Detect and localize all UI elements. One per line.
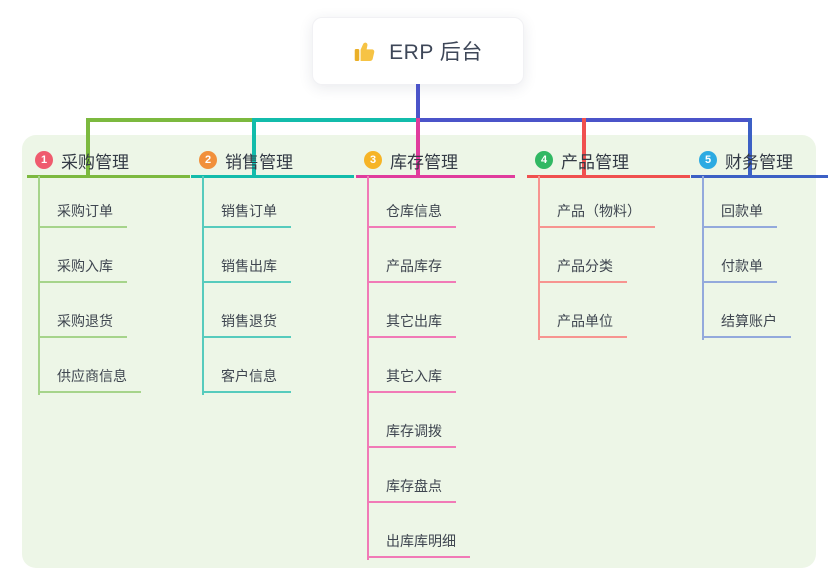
branch-node-销售管理[interactable]: 2 销售管理	[199, 149, 293, 172]
child-node[interactable]: 销售退货	[202, 313, 291, 338]
child-node[interactable]: 供应商信息	[38, 368, 141, 393]
branches-panel	[22, 135, 816, 568]
children-spine	[367, 176, 369, 560]
child-node[interactable]: 库存调拨	[367, 423, 456, 448]
children-spine	[702, 176, 704, 340]
child-node[interactable]: 其它入库	[367, 368, 456, 393]
child-node[interactable]: 库存盘点	[367, 478, 456, 503]
root-node[interactable]: ERP 后台	[312, 17, 524, 85]
branch-underline	[27, 175, 190, 178]
children-spine	[538, 176, 540, 340]
branch-title: 销售管理	[225, 152, 293, 172]
child-node[interactable]: 客户信息	[202, 368, 291, 393]
branch-underline	[356, 175, 515, 178]
branch-number-badge: 1	[35, 151, 53, 169]
child-node[interactable]: 出库库明细	[367, 533, 470, 558]
child-node[interactable]: 销售出库	[202, 258, 291, 283]
branch-drop-line	[86, 118, 90, 175]
child-node[interactable]: 产品（物料）	[538, 203, 655, 228]
branch-number-badge: 4	[535, 151, 553, 169]
branch-node-财务管理[interactable]: 5 财务管理	[699, 149, 793, 172]
branch-underline	[527, 175, 690, 178]
branch-number-badge: 2	[199, 151, 217, 169]
connector-bus-segment	[86, 118, 254, 122]
branch-title: 产品管理	[561, 152, 629, 172]
branch-title: 采购管理	[61, 152, 129, 172]
root-connector-line	[416, 84, 420, 118]
child-node[interactable]: 采购入库	[38, 258, 127, 283]
child-node[interactable]: 其它出库	[367, 313, 456, 338]
child-node[interactable]: 结算账户	[702, 313, 791, 338]
child-node[interactable]: 回款单	[702, 203, 777, 228]
branch-title: 库存管理	[390, 152, 458, 172]
branch-drop-line	[416, 118, 420, 175]
branch-underline	[191, 175, 354, 178]
branch-title: 财务管理	[725, 152, 793, 172]
child-node[interactable]: 付款单	[702, 258, 777, 283]
root-node-label: ERP 后台	[389, 41, 483, 64]
child-node[interactable]: 产品单位	[538, 313, 627, 338]
branch-node-采购管理[interactable]: 1 采购管理	[35, 149, 129, 172]
child-node[interactable]: 采购退货	[38, 313, 127, 338]
branch-number-badge: 3	[364, 151, 382, 169]
branch-node-库存管理[interactable]: 3 库存管理	[364, 149, 458, 172]
branch-node-产品管理[interactable]: 4 产品管理	[535, 149, 629, 172]
child-node[interactable]: 仓库信息	[367, 203, 456, 228]
children-spine	[202, 176, 204, 395]
branch-underline	[691, 175, 828, 178]
child-node[interactable]: 采购订单	[38, 203, 127, 228]
connector-bus-segment	[254, 118, 416, 122]
children-spine	[38, 176, 40, 395]
child-node[interactable]: 产品分类	[538, 258, 627, 283]
branch-drop-line	[252, 118, 256, 175]
thumbs-up-icon	[353, 38, 379, 64]
child-node[interactable]: 销售订单	[202, 203, 291, 228]
branch-number-badge: 5	[699, 151, 717, 169]
branch-drop-line	[748, 118, 752, 175]
branch-drop-line	[582, 118, 586, 175]
child-node[interactable]: 产品库存	[367, 258, 456, 283]
